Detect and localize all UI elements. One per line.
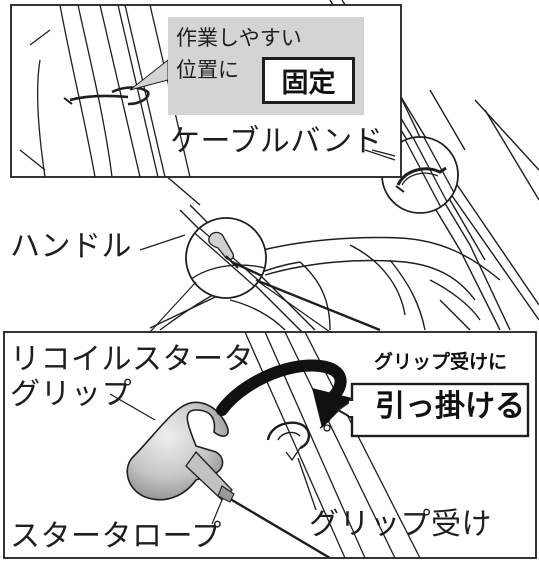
note-line-1: 作業しやすい bbox=[176, 26, 302, 50]
detail-circle-grip bbox=[149, 217, 331, 333]
callout-big-text: 引っ掛ける bbox=[375, 389, 525, 424]
label-grip-holder: グリップ受け bbox=[309, 507, 492, 542]
hook-arrow bbox=[216, 359, 352, 428]
label-handle: ハンドル bbox=[10, 229, 132, 264]
label-recoil-starter-1: リコイルスタータ bbox=[10, 342, 254, 377]
label-starter-rope: スタータロープ bbox=[10, 519, 222, 554]
fix-stamp: 固定 bbox=[262, 57, 355, 104]
label-cable-band: ケーブルバンド bbox=[170, 124, 384, 159]
callout-box bbox=[336, 382, 530, 438]
callout-small-text: グリップ受けに bbox=[374, 351, 508, 373]
label-recoil-starter-2: グリップ bbox=[10, 377, 132, 412]
recoil-starter-grip bbox=[126, 401, 235, 503]
note-line-2: 位置に bbox=[176, 58, 239, 82]
